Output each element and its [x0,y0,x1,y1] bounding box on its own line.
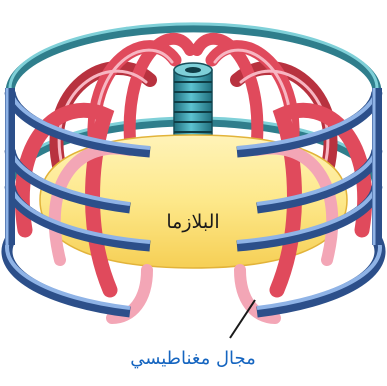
magnetic-field-pointer [230,300,255,338]
plasma-label: البلازما [166,211,219,233]
magnetic-field-label: مجال مغناطيسي [130,348,256,369]
